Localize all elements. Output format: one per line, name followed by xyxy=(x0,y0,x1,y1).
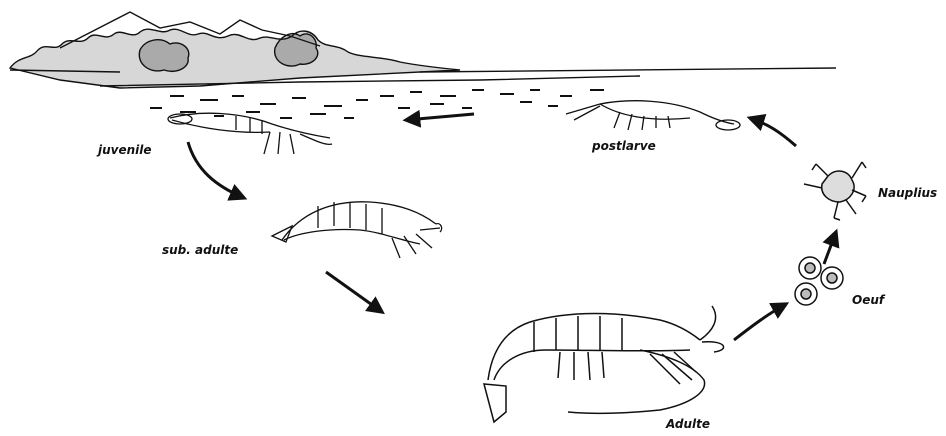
tree-cluster-mid xyxy=(139,40,188,72)
arrow-oeuf-to-nauplius xyxy=(824,232,836,264)
cycle-arrows xyxy=(188,114,836,340)
arrow-juvenile-to-subadulte xyxy=(188,142,244,198)
sub-adulte-shrimp xyxy=(272,202,442,258)
label-postlarve: postlarve xyxy=(591,139,656,153)
vegetation xyxy=(10,29,460,88)
postlarve-shrimp xyxy=(566,101,740,130)
arrow-nauplius-to-postlarve xyxy=(750,118,796,146)
label-juvenile: juvenile xyxy=(96,143,152,157)
arrow-postlarve-to-juvenile xyxy=(406,114,474,120)
coastline-landscape xyxy=(10,12,836,118)
arrow-subadulte-to-adulte xyxy=(326,272,382,312)
label-oeuf: Oeuf xyxy=(852,293,886,307)
label-sub-adulte: sub. adulte xyxy=(162,243,238,257)
horizon-line xyxy=(420,68,836,72)
oeuf-eggs xyxy=(795,257,843,305)
label-nauplius: Nauplius xyxy=(878,186,937,200)
label-adulte: Adulte xyxy=(665,417,710,431)
nauplius-larva xyxy=(804,162,866,220)
tree-cluster-right xyxy=(275,34,318,66)
juvenile-shrimp xyxy=(168,113,332,154)
arrow-adulte-to-oeuf xyxy=(734,304,786,340)
adulte-shrimp xyxy=(484,306,724,422)
